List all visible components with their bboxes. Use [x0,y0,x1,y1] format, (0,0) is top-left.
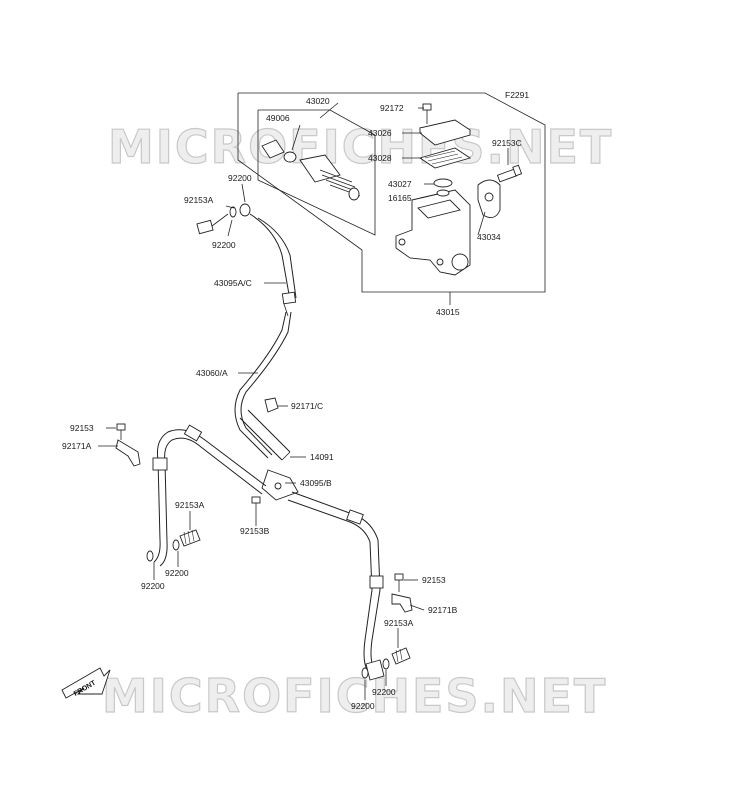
label-92200-top-2: 92200 [212,240,236,250]
clamp-holder [477,179,501,219]
label-43060a: 43060/A [196,368,228,378]
pipe-guide [239,409,291,461]
label-43095ac: 43095A/C [214,278,252,288]
bolt-icon [496,164,523,183]
label-92200-left-1: 92200 [165,568,189,578]
master-cylinder-body [395,189,471,276]
label-43034: 43034 [477,232,501,242]
screw-icon [422,103,432,124]
seal-ring [436,189,450,197]
right-brake-hose [287,491,384,673]
upper-banjo-fitting [196,203,251,235]
label-43020: 43020 [306,96,330,106]
label-43095b: 43095/B [300,478,332,488]
label-43026: 43026 [368,128,392,138]
label-43015: 43015 [436,307,460,317]
brake-pipe [234,303,292,459]
watermark-top: MICROFICHES.NET [108,120,613,174]
left-hose-clamp [115,423,141,467]
label-92171a: 92171A [62,441,92,451]
pipe-clamp [264,397,279,413]
part-labels: 43020 92172 49006 43026 43028 92153C 430… [62,96,522,711]
label-92153a-left: 92153A [175,500,205,510]
label-43028: 43028 [368,153,392,163]
upper-brake-hose [249,213,297,305]
label-92153c: 92153C [492,138,522,148]
reservoir-plate [433,178,453,188]
leader-lines [98,102,509,700]
label-49006: 49006 [266,113,290,123]
right-banjo-bolt [361,647,411,681]
label-92153b: 92153B [240,526,270,536]
left-brake-hose [152,424,267,567]
bolt-b-icon [251,496,261,520]
label-43027: 43027 [388,179,412,189]
figure-id: F2291 [505,90,529,100]
label-92200-right-1: 92200 [372,687,396,697]
reservoir-cap [418,119,472,146]
label-92153-right: 92153 [422,575,446,585]
label-16165: 16165 [388,193,412,203]
label-92153-left: 92153 [70,423,94,433]
left-banjo-bolt [146,529,201,562]
label-92200-right-2: 92200 [351,701,375,711]
label-92171b: 92171B [428,605,458,615]
watermark-bottom: MICROFICHES.NET [102,669,607,723]
piston-assembly [261,139,361,201]
assembly-frame [237,92,546,293]
joint-block [261,469,299,501]
label-92172: 92172 [380,103,404,113]
right-hose-clamp [391,573,413,613]
label-92200-left-2: 92200 [141,581,165,591]
label-92153a-top: 92153A [184,195,214,205]
label-92171c: 92171/C [291,401,323,411]
front-direction-arrow: FRONT [61,667,111,699]
label-92153a-right: 92153A [384,618,414,628]
diaphragm [418,147,472,169]
label-14091: 14091 [310,452,334,462]
label-92200-top-1: 92200 [228,173,252,183]
